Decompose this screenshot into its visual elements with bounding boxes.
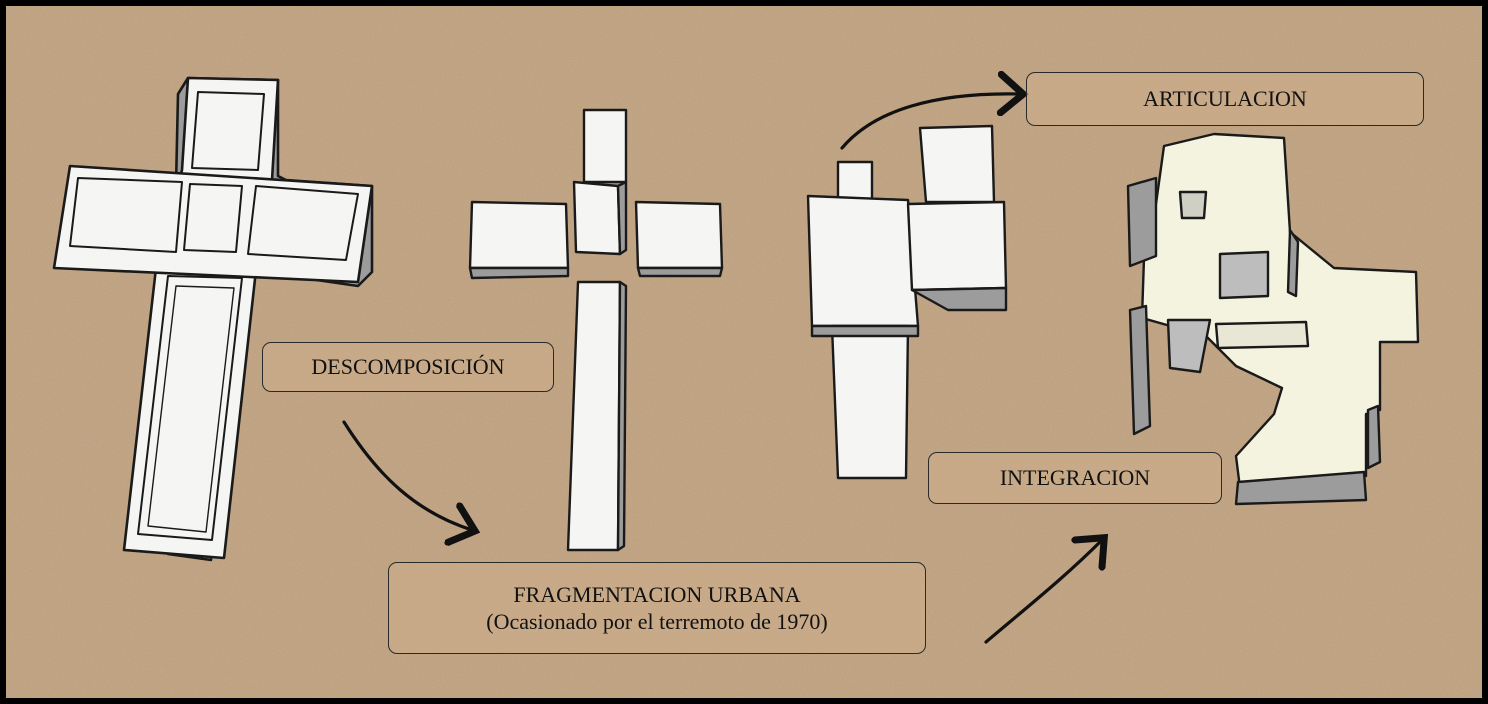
full-cross-sketch — [52, 76, 374, 562]
articulacion-text: ARTICULACION — [1143, 86, 1307, 112]
articulacion-label: ARTICULACION — [1026, 72, 1424, 126]
fragmented-cross-sketch — [468, 108, 724, 552]
integracion-label: INTEGRACION — [928, 452, 1222, 504]
fragmentacion-note: (Ocasionado por el terremoto de 1970) — [486, 609, 828, 634]
arrow-articulacion — [840, 94, 1020, 150]
arrow-descomposicion — [342, 420, 472, 530]
arrow-integracion — [984, 540, 1102, 644]
articulated-cross-sketch — [806, 124, 1008, 480]
fragmentacion-label: FRAGMENTACION URBANA (Ocasionado por el … — [388, 562, 926, 654]
descomposicion-text: DESCOMPOSICIÓN — [311, 354, 505, 380]
fragmentacion-title: FRAGMENTACION URBANA — [513, 581, 801, 607]
arrows — [342, 94, 1102, 644]
descomposicion-label: DESCOMPOSICIÓN — [262, 342, 554, 392]
integracion-text: INTEGRACION — [999, 465, 1151, 491]
integrated-complex-sketch — [1126, 132, 1420, 506]
